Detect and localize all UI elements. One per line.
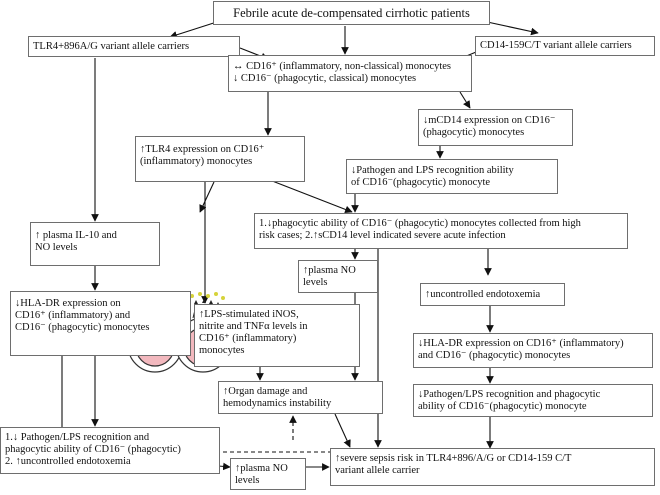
node-phagocytic-ability-scd14: 1.↓phagocytic ability of CD16⁻ (phagocyt… [254, 213, 628, 249]
node-plasma-il10-no: ↑ plasma IL-10 and NO levels [30, 222, 160, 266]
arrow-mono-mcd14 [459, 91, 471, 109]
node-mcd14-expression: ↓mCD14 expression on CD16⁻ (phagocytic) … [418, 109, 573, 146]
node-uncontrolled-endotoxemia: ↑uncontrolled endotoxemia [420, 283, 565, 306]
node-plasma-no-2: ↑plasma NO levels [230, 458, 306, 490]
node-febrile-patients: Febrile acute de-compensated cirrhotic p… [213, 1, 490, 25]
node-severe-sepsis-risk: ↑severe sepsis risk in TLR4+896/A/G or C… [330, 448, 655, 486]
arrow-tlr4expr-il10 [199, 181, 215, 213]
node-monocytes-change: ↔ CD16⁺ (inflammatory, non-classical) mo… [228, 55, 472, 92]
node-hla-dr-right: ↓HLA-DR expression on CD16⁺ (inflammator… [413, 333, 653, 368]
node-lps-stimulated: ↑LPS-stimulated iNOS, nitrite and TNFα l… [194, 304, 360, 367]
node-cd14-carriers: CD14-159C/T variant allele carriers [475, 36, 655, 56]
node-plasma-no-1: ↑plasma NO levels [298, 260, 378, 293]
node-bottom-left-summary: 1.↓ Pathogen/LPS recognition and phagocy… [0, 427, 220, 474]
arrow-organ-sepsis [334, 413, 351, 448]
node-organ-damage: ↑Organ damage and hemodynamics instabili… [218, 381, 383, 414]
node-pathogen-lps-recognition: ↓Pathogen and LPS recognition ability of… [346, 159, 558, 194]
node-hla-dr-left: ↓HLA-DR expression on CD16⁺ (inflammator… [10, 291, 191, 356]
node-tlr4-expression: ↑TLR4 expression on CD16⁺ (inflammatory)… [135, 136, 305, 182]
arrow-tlr4expr-phago [261, 176, 353, 214]
node-pathogen-lps-phagocytic: ↓Pathogen/LPS recognition and phagocytic… [413, 384, 653, 417]
node-tlr4-carriers: TLR4+896A/G variant allele carriers [28, 36, 240, 57]
